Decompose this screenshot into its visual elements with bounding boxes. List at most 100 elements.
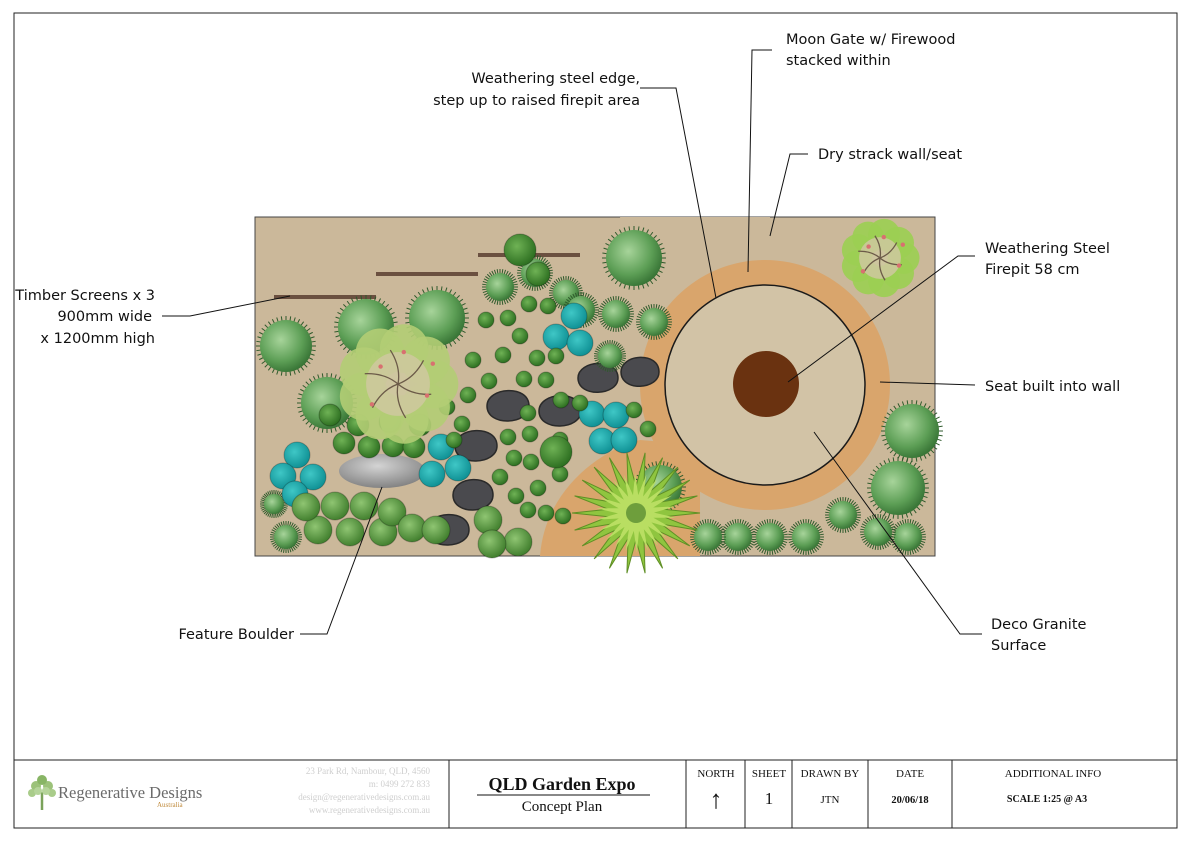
- company-phone: m: 0499 272 833: [369, 779, 431, 789]
- project-subtitle: Concept Plan: [522, 799, 603, 815]
- shrub: [636, 304, 672, 340]
- drawn-by-value: JTN: [821, 794, 840, 806]
- stepping-stone: [620, 356, 660, 387]
- leader-lines: [162, 49, 982, 635]
- teal-plant: [444, 454, 472, 482]
- groundcover-plant: [515, 370, 533, 388]
- shrub-plant: [335, 517, 365, 547]
- shrub: [881, 400, 943, 462]
- shrub: [260, 490, 288, 518]
- shrub-plant: [525, 261, 551, 287]
- shrub: [598, 296, 634, 332]
- label-timber: Timber Screens x 3: [14, 288, 155, 304]
- sheet-border: [13, 12, 1178, 829]
- company-subtitle: Australia: [157, 801, 184, 809]
- shrub: [690, 519, 726, 555]
- company-logo-icon: [28, 775, 56, 810]
- sheet-number: 1: [765, 789, 774, 808]
- leader-timber: [162, 295, 291, 317]
- label-granite: Deco Granite: [991, 617, 1087, 633]
- groundcover-plant: [491, 468, 509, 486]
- groundcover-plant: [519, 404, 537, 422]
- agave-plant: [571, 452, 701, 574]
- teal-plant: [610, 426, 638, 454]
- scale-info: SCALE 1:25 @ A3: [1007, 794, 1087, 805]
- groundcover-plant: [625, 401, 643, 419]
- groundcover-plant: [499, 309, 517, 327]
- shrub: [594, 340, 626, 372]
- shrub: [860, 514, 896, 550]
- shrub: [482, 269, 518, 305]
- groundcover-plant: [505, 449, 523, 467]
- shrub-plant: [377, 497, 407, 527]
- shrub-plant: [477, 529, 507, 559]
- shrub: [825, 497, 861, 533]
- shrub-plant: [539, 435, 573, 469]
- feature-tree: [339, 324, 459, 444]
- label-granite-2: Surface: [991, 638, 1046, 654]
- groundcover-plant: [499, 428, 517, 446]
- company-email: design@regenerativedesigns.com.au: [298, 792, 430, 802]
- shrub: [752, 519, 788, 555]
- groundcover-plant: [522, 453, 540, 471]
- teal-plant: [566, 329, 594, 357]
- shrub: [270, 521, 302, 553]
- groundcover-plant: [520, 295, 538, 313]
- label-boulder: Feature Boulder: [178, 627, 294, 643]
- shrub: [720, 519, 756, 555]
- company-website: www.regenerativedesigns.com.au: [309, 805, 431, 815]
- groundcover-plant: [357, 435, 381, 459]
- groundcover-plant: [547, 347, 565, 365]
- leader-firepit: [787, 255, 975, 383]
- groundcover-plant: [511, 327, 529, 345]
- groundcover-plant: [521, 425, 539, 443]
- groundcover-plant: [552, 391, 570, 409]
- groundcover-plant: [537, 371, 555, 389]
- plantings: [256, 226, 943, 559]
- shrub-plant: [303, 515, 333, 545]
- groundcover-plant: [519, 501, 537, 519]
- firepit: [733, 351, 799, 417]
- shrub: [867, 457, 929, 519]
- company-address: 23 Park Rd, Nambour, QLD, 4560: [306, 766, 431, 776]
- groundcover-plant: [537, 504, 555, 522]
- groundcover-plant: [464, 351, 482, 369]
- label-seat-wall: Seat built into wall: [985, 379, 1120, 395]
- label-firepit: Weathering Steel: [985, 241, 1110, 257]
- shrub-plant: [349, 491, 379, 521]
- teal-plant: [418, 460, 446, 488]
- groundcover-plant: [477, 311, 495, 329]
- groundcover-plant: [539, 297, 557, 315]
- teal-plant: [299, 463, 327, 491]
- label-moon-gate-2: stacked within: [786, 53, 891, 69]
- stepping-stones: [426, 356, 660, 546]
- north-label: NORTH: [697, 768, 734, 780]
- groundcover-plant: [554, 507, 572, 525]
- feature-boulder: [339, 454, 425, 488]
- shrub: [890, 519, 926, 555]
- label-steel-edge-2: step up to raised firepit area: [433, 93, 640, 109]
- leader-dry-wall: [769, 153, 808, 237]
- title-block: Regenerative Designs Australia 23 Park R…: [14, 759, 1177, 828]
- stepping-stone: [452, 478, 494, 511]
- teal-plant: [542, 323, 570, 351]
- groundcover-plant: [480, 372, 498, 390]
- shrub: [256, 316, 316, 376]
- shrub-plant: [320, 491, 350, 521]
- teal-plant: [283, 441, 311, 469]
- leader-granite: [813, 431, 982, 635]
- label-timber-2: 900mm wide: [57, 309, 152, 325]
- shrub-plant: [503, 233, 537, 267]
- shrub: [788, 519, 824, 555]
- groundcover-plant: [332, 431, 356, 455]
- label-moon-gate: Moon Gate w/ Firewood: [786, 32, 955, 48]
- groundcover-plant: [459, 386, 477, 404]
- leader-boulder: [300, 486, 383, 635]
- date-label: DATE: [896, 768, 924, 780]
- shrub-plant: [473, 505, 503, 535]
- label-firepit-2: Firepit 58 cm: [985, 262, 1080, 278]
- date-value: 20/06/18: [891, 795, 928, 806]
- north-arrow-icon: ↑: [710, 785, 723, 814]
- teal-plant: [560, 302, 588, 330]
